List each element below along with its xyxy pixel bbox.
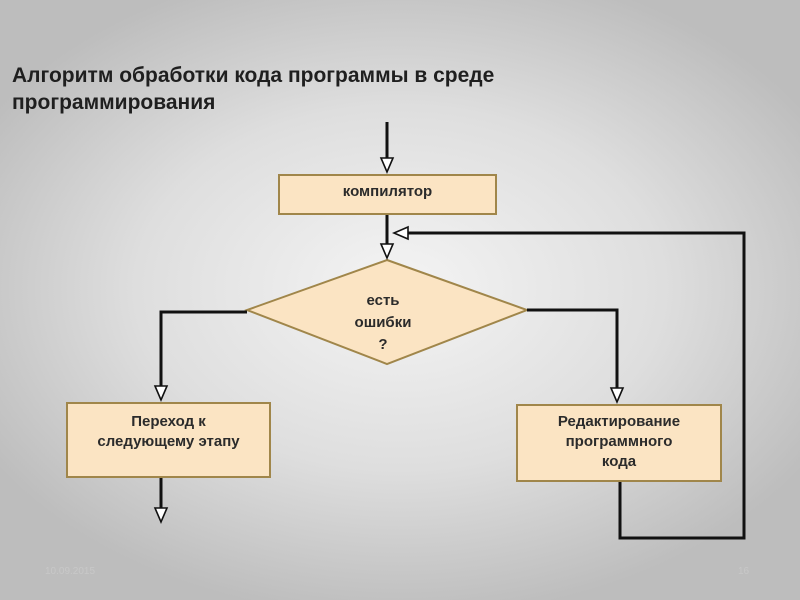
edit-code-label: Редактирование программного кода — [557, 413, 681, 470]
compiler-to-decision-arrowhead — [379, 243, 395, 261]
compiler-label: компилятор — [342, 183, 433, 200]
decision-yes-branch-arrowhead — [609, 387, 625, 405]
next-stage-exit-arrowhead — [153, 507, 169, 525]
feedback-loop-arrowhead — [391, 225, 409, 241]
compiler-box: компилятор — [278, 174, 497, 215]
feedback-loop-line — [396, 231, 746, 540]
footer-date: 10.09.2015 — [45, 566, 96, 577]
slide-title: Алгоритм обработки кода программы в сред… — [12, 64, 495, 114]
decision-no-branch-line — [159, 310, 247, 398]
decision-yes-branch-line — [527, 308, 619, 400]
footer-page-number: 16 — [738, 566, 750, 577]
next-stage-label: Переход к следующему этапу — [97, 413, 240, 450]
next-stage-box: Переход к следующему этапу — [66, 402, 271, 478]
entry-arrowhead — [379, 157, 395, 175]
decision-label: есть ошибки ? — [354, 292, 412, 353]
decision-no-branch-arrowhead — [153, 385, 169, 403]
decision-diamond — [244, 258, 530, 366]
edit-code-box: Редактирование программного кода — [516, 404, 722, 482]
